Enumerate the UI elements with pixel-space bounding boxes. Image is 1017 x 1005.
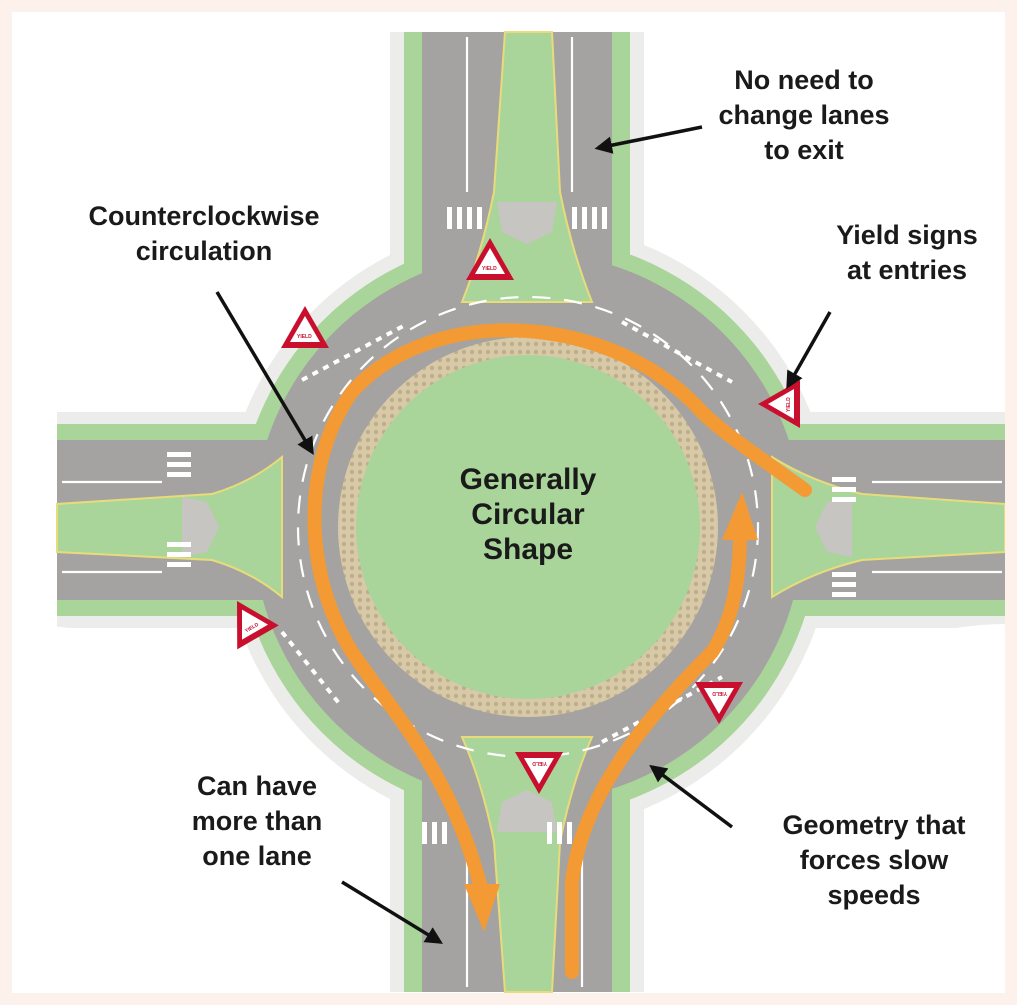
callout-multi-lane: Can have more than one lane — [192, 771, 323, 871]
roundabout-diagram: YIELD YIELD YIELD YIELD YIELD YIELD — [12, 12, 1005, 993]
callout-geometry: Geometry that forces slow speeds — [782, 810, 965, 910]
center-label-line-2: Circular — [471, 498, 585, 531]
yield-sign: YIELD — [281, 306, 329, 348]
callout-geometry-line-1: Geometry that — [782, 810, 965, 840]
callout-multi-lane-line-1: Can have — [197, 771, 317, 801]
crosswalks — [167, 207, 856, 844]
center-label-line-3: Shape — [483, 533, 573, 566]
callout-lanes-exit-line-1: No need to — [734, 65, 874, 95]
central-island — [338, 337, 718, 717]
callout-lanes-exit-line-2: change lanes — [718, 100, 889, 130]
vehicle-paths — [307, 323, 812, 979]
circulation-path — [307, 323, 812, 899]
callout-circulation-line-1: Counterclockwise — [88, 201, 319, 231]
svg-text:YIELD: YIELD — [482, 266, 497, 272]
diagram-frame: YIELD YIELD YIELD YIELD YIELD YIELD — [12, 12, 1005, 993]
callout-geometry-line-3: speeds — [827, 880, 920, 910]
svg-text:YIELD: YIELD — [532, 760, 547, 766]
callout-multi-lane-line-2: more than — [192, 806, 323, 836]
callout-arrows — [215, 125, 832, 944]
yield-sign: YIELD — [237, 600, 279, 650]
yield-sign: YIELD — [466, 238, 514, 280]
callout-circulation: Counterclockwise circulation — [88, 201, 319, 266]
svg-text:YIELD: YIELD — [297, 334, 312, 340]
splitter-islands — [56, 31, 1005, 993]
callout-yield: Yield signs at entries — [836, 220, 978, 285]
center-label-line-1: Generally — [460, 463, 597, 496]
geometry-arrow — [649, 764, 734, 829]
slow-speed-path — [565, 525, 747, 979]
callout-multi-lane-line-3: one lane — [202, 841, 312, 871]
multi-lane-arrow — [341, 880, 443, 944]
callout-yield-line-2: at entries — [847, 255, 967, 285]
callout-yield-line-1: Yield signs — [836, 220, 978, 250]
callout-lanes-exit: No need to change lanes to exit — [718, 65, 889, 165]
yield-sign: YIELD — [695, 682, 743, 724]
yield-sign: YIELD — [758, 380, 800, 428]
yield-arrow — [786, 311, 832, 390]
callout-circulation-line-2: circulation — [136, 236, 273, 266]
yield-sign: YIELD — [515, 752, 563, 794]
callout-geometry-line-2: forces slow — [800, 845, 950, 875]
lanes-exit-arrow — [594, 125, 703, 154]
svg-text:YIELD: YIELD — [786, 397, 792, 412]
svg-text:YIELD: YIELD — [712, 690, 727, 696]
circulation-arrow — [215, 291, 314, 456]
yield-signs: YIELD YIELD YIELD YIELD YIELD YIELD — [237, 238, 800, 794]
path-arrowheads — [464, 492, 758, 932]
callout-lanes-exit-line-3: to exit — [764, 135, 844, 165]
center-label: Generally Circular Shape — [460, 463, 597, 566]
